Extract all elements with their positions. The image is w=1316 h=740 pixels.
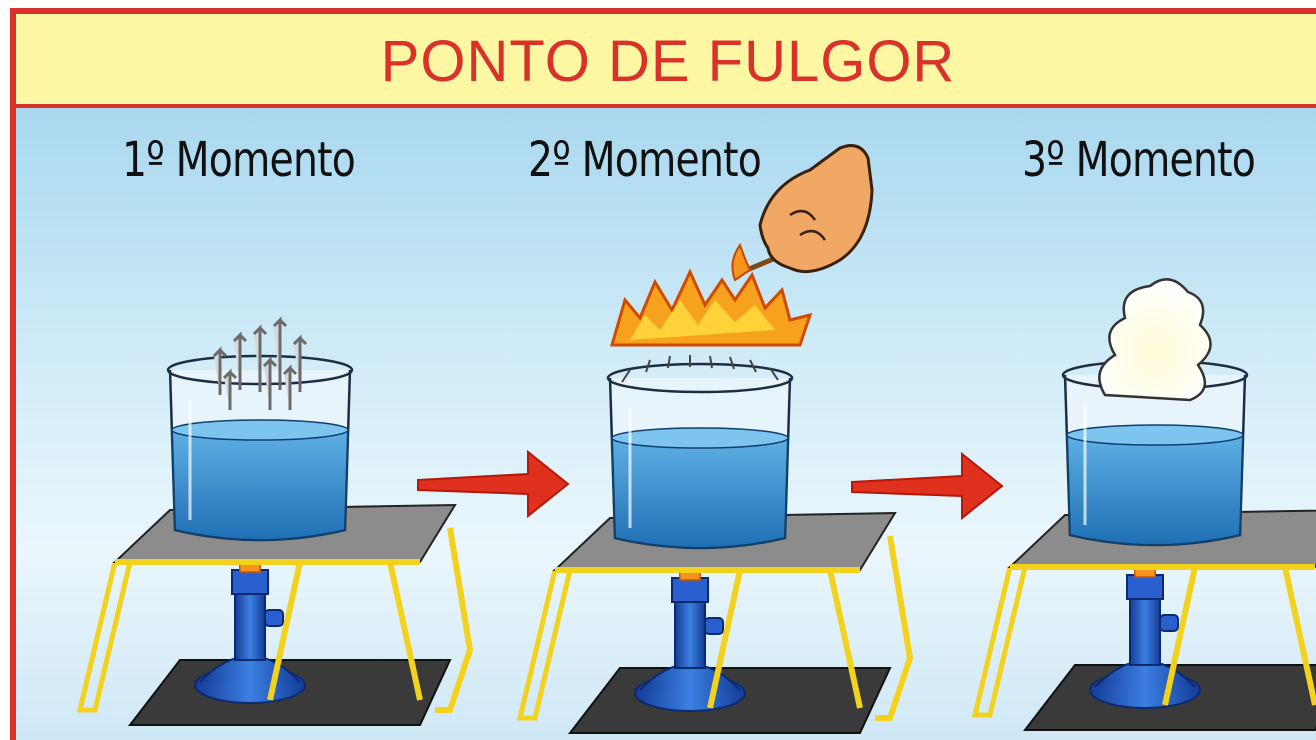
stage-3-apparatus	[975, 361, 1316, 730]
stage-2-label: 2º Momento	[528, 132, 762, 188]
arrow-2-icon	[851, 453, 1003, 519]
stage-1-label: 1º Momento	[122, 132, 356, 188]
vapor-icon	[212, 316, 308, 410]
hand-with-match-icon	[731, 144, 874, 282]
figure-title: PONTO DE FULGOR	[380, 29, 956, 94]
title-bar: PONTO DE FULGOR	[10, 8, 1316, 110]
stage-2-apparatus	[520, 364, 910, 733]
spark-marks	[621, 355, 779, 383]
stage-3-label: 3º Momento	[1022, 132, 1256, 188]
smoke-cloud-icon	[1098, 278, 1212, 402]
stage-1-apparatus	[80, 356, 470, 725]
